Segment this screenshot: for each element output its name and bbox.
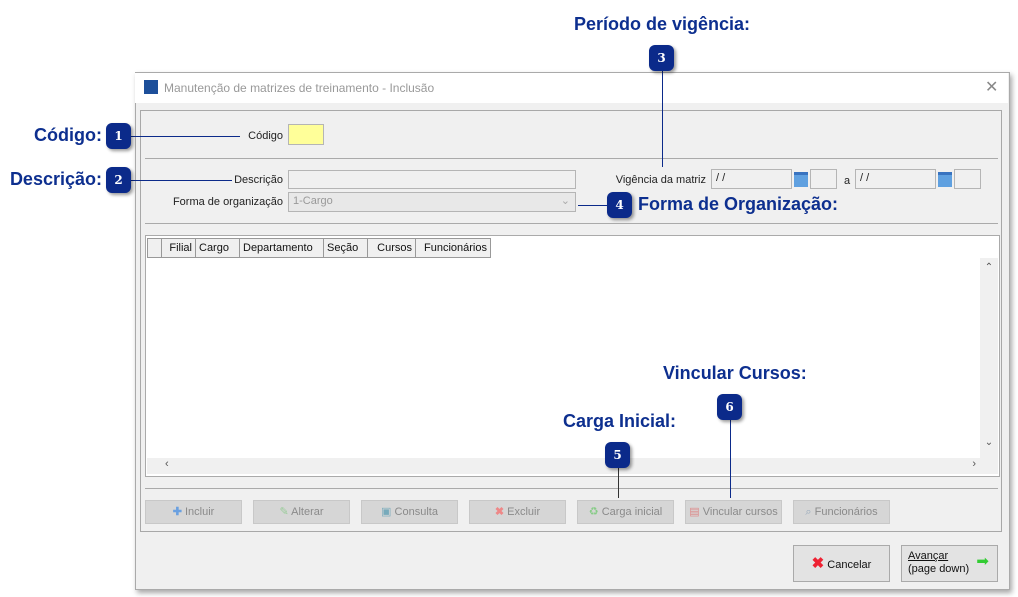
callout-line-4	[578, 205, 607, 206]
app-icon	[144, 80, 158, 94]
incluir-label: Incluir	[184, 506, 215, 518]
incluir-button[interactable]: ✚ Incluir	[145, 500, 242, 524]
callout-label-3: Período de vigência:	[574, 14, 751, 34]
title-bar	[135, 73, 1008, 103]
forma-label: Forma de organização	[172, 196, 283, 208]
pencil-icon: ✎	[279, 506, 289, 518]
callout-badge-2: 2	[106, 167, 131, 193]
vincular-cursos-button[interactable]: ▤ Vincular cursos	[685, 500, 782, 524]
callout-badge-1: 1	[106, 123, 131, 149]
excluir-label: Excluir	[507, 506, 541, 518]
horizontal-scrollbar[interactable]: ‹›	[147, 458, 998, 474]
window-title: Manutenção de matrizes de treinamento - …	[164, 81, 435, 95]
vertical-scrollbar[interactable]: ⌃⌄	[980, 258, 998, 458]
avancar-shortcut: (page down)	[908, 563, 970, 575]
vigencia-label: Vigência da matriz	[615, 174, 706, 186]
callout-line-1	[131, 136, 240, 137]
chevron-down-icon: ⌄	[560, 195, 570, 207]
alterar-button[interactable]: ✎ Alterar	[253, 500, 350, 524]
divider	[145, 158, 998, 159]
codigo-input[interactable]	[288, 124, 324, 145]
callout-label-6: Vincular Cursos:	[663, 363, 807, 383]
divider	[145, 223, 998, 224]
avancar-button[interactable]: Avançar(page down) ➡	[901, 545, 998, 582]
plus-icon: ✚	[172, 506, 182, 518]
callout-line-5	[618, 467, 619, 498]
callout-badge-4: 4	[607, 192, 632, 218]
consulta-button[interactable]: ▣ Consulta	[361, 500, 458, 524]
recycle-icon: ♻	[588, 506, 599, 518]
callout-badge-6: 6	[717, 394, 742, 420]
vincular-label: Vincular cursos	[702, 506, 778, 518]
magnifier-icon: ⌕	[805, 506, 812, 518]
form-panel	[140, 110, 1002, 532]
callout-badge-3: 3	[649, 45, 674, 71]
grid-header-filial[interactable]: Filial	[161, 238, 196, 258]
vigencia-to-input[interactable]: / /	[855, 169, 936, 189]
carga-label: Carga inicial	[601, 506, 663, 518]
vigencia-from-extra[interactable]	[810, 169, 837, 189]
callout-badge-5: 5	[605, 442, 630, 468]
cancelar-button[interactable]: ✖ Cancelar	[793, 545, 890, 582]
arrow-right-icon: ➡	[976, 553, 989, 570]
callout-line-3	[662, 70, 663, 167]
callout-label-2: Descrição:	[9, 169, 102, 189]
funcionarios-label: Funcionários	[814, 506, 878, 518]
calendar-icon[interactable]	[794, 172, 808, 187]
forma-select[interactable]: 1-Cargo ⌄	[288, 192, 576, 212]
excluir-button[interactable]: ✖ Excluir	[469, 500, 566, 524]
vigencia-from-input[interactable]: / /	[711, 169, 792, 189]
data-grid[interactable]: Filial Cargo Departamento Seção Cursos F…	[145, 235, 1000, 477]
a-label: a	[844, 175, 851, 187]
forma-value: 1-Cargo	[293, 195, 333, 207]
grid-header-selector	[147, 238, 162, 258]
grid-header-cargo[interactable]: Cargo	[195, 238, 240, 258]
certificate-icon: ▤	[689, 506, 700, 518]
descricao-input[interactable]	[288, 170, 576, 189]
search-doc-icon: ▣	[381, 506, 392, 518]
callout-label-5: Carga Inicial:	[563, 411, 677, 431]
funcionarios-button[interactable]: ⌕ Funcionários	[793, 500, 890, 524]
grid-header-funcionarios[interactable]: Funcionários	[415, 238, 491, 258]
avancar-label: Avançar	[908, 550, 949, 562]
divider	[145, 488, 998, 489]
close-icon[interactable]: ✕	[985, 79, 999, 96]
consulta-label: Consulta	[394, 506, 438, 518]
callout-label-1: Código:	[34, 125, 102, 145]
grid-header-secao[interactable]: Seção	[323, 238, 368, 258]
grid-header-cursos[interactable]: Cursos	[367, 238, 416, 258]
x-icon: ✖	[811, 555, 825, 572]
vigencia-to-extra[interactable]	[954, 169, 981, 189]
codigo-label: Código	[248, 130, 283, 142]
callout-label-4: Forma de Organização:	[638, 194, 839, 214]
cancelar-label: Cancelar	[827, 559, 872, 571]
x-icon: ✖	[494, 506, 505, 518]
calendar-icon[interactable]	[938, 172, 952, 187]
callout-line-2	[131, 180, 232, 181]
grid-header-departamento[interactable]: Departamento	[239, 238, 324, 258]
callout-line-6	[730, 419, 731, 498]
alterar-label: Alterar	[291, 506, 324, 518]
descricao-label: Descrição	[234, 174, 283, 186]
carga-inicial-button[interactable]: ♻ Carga inicial	[577, 500, 674, 524]
